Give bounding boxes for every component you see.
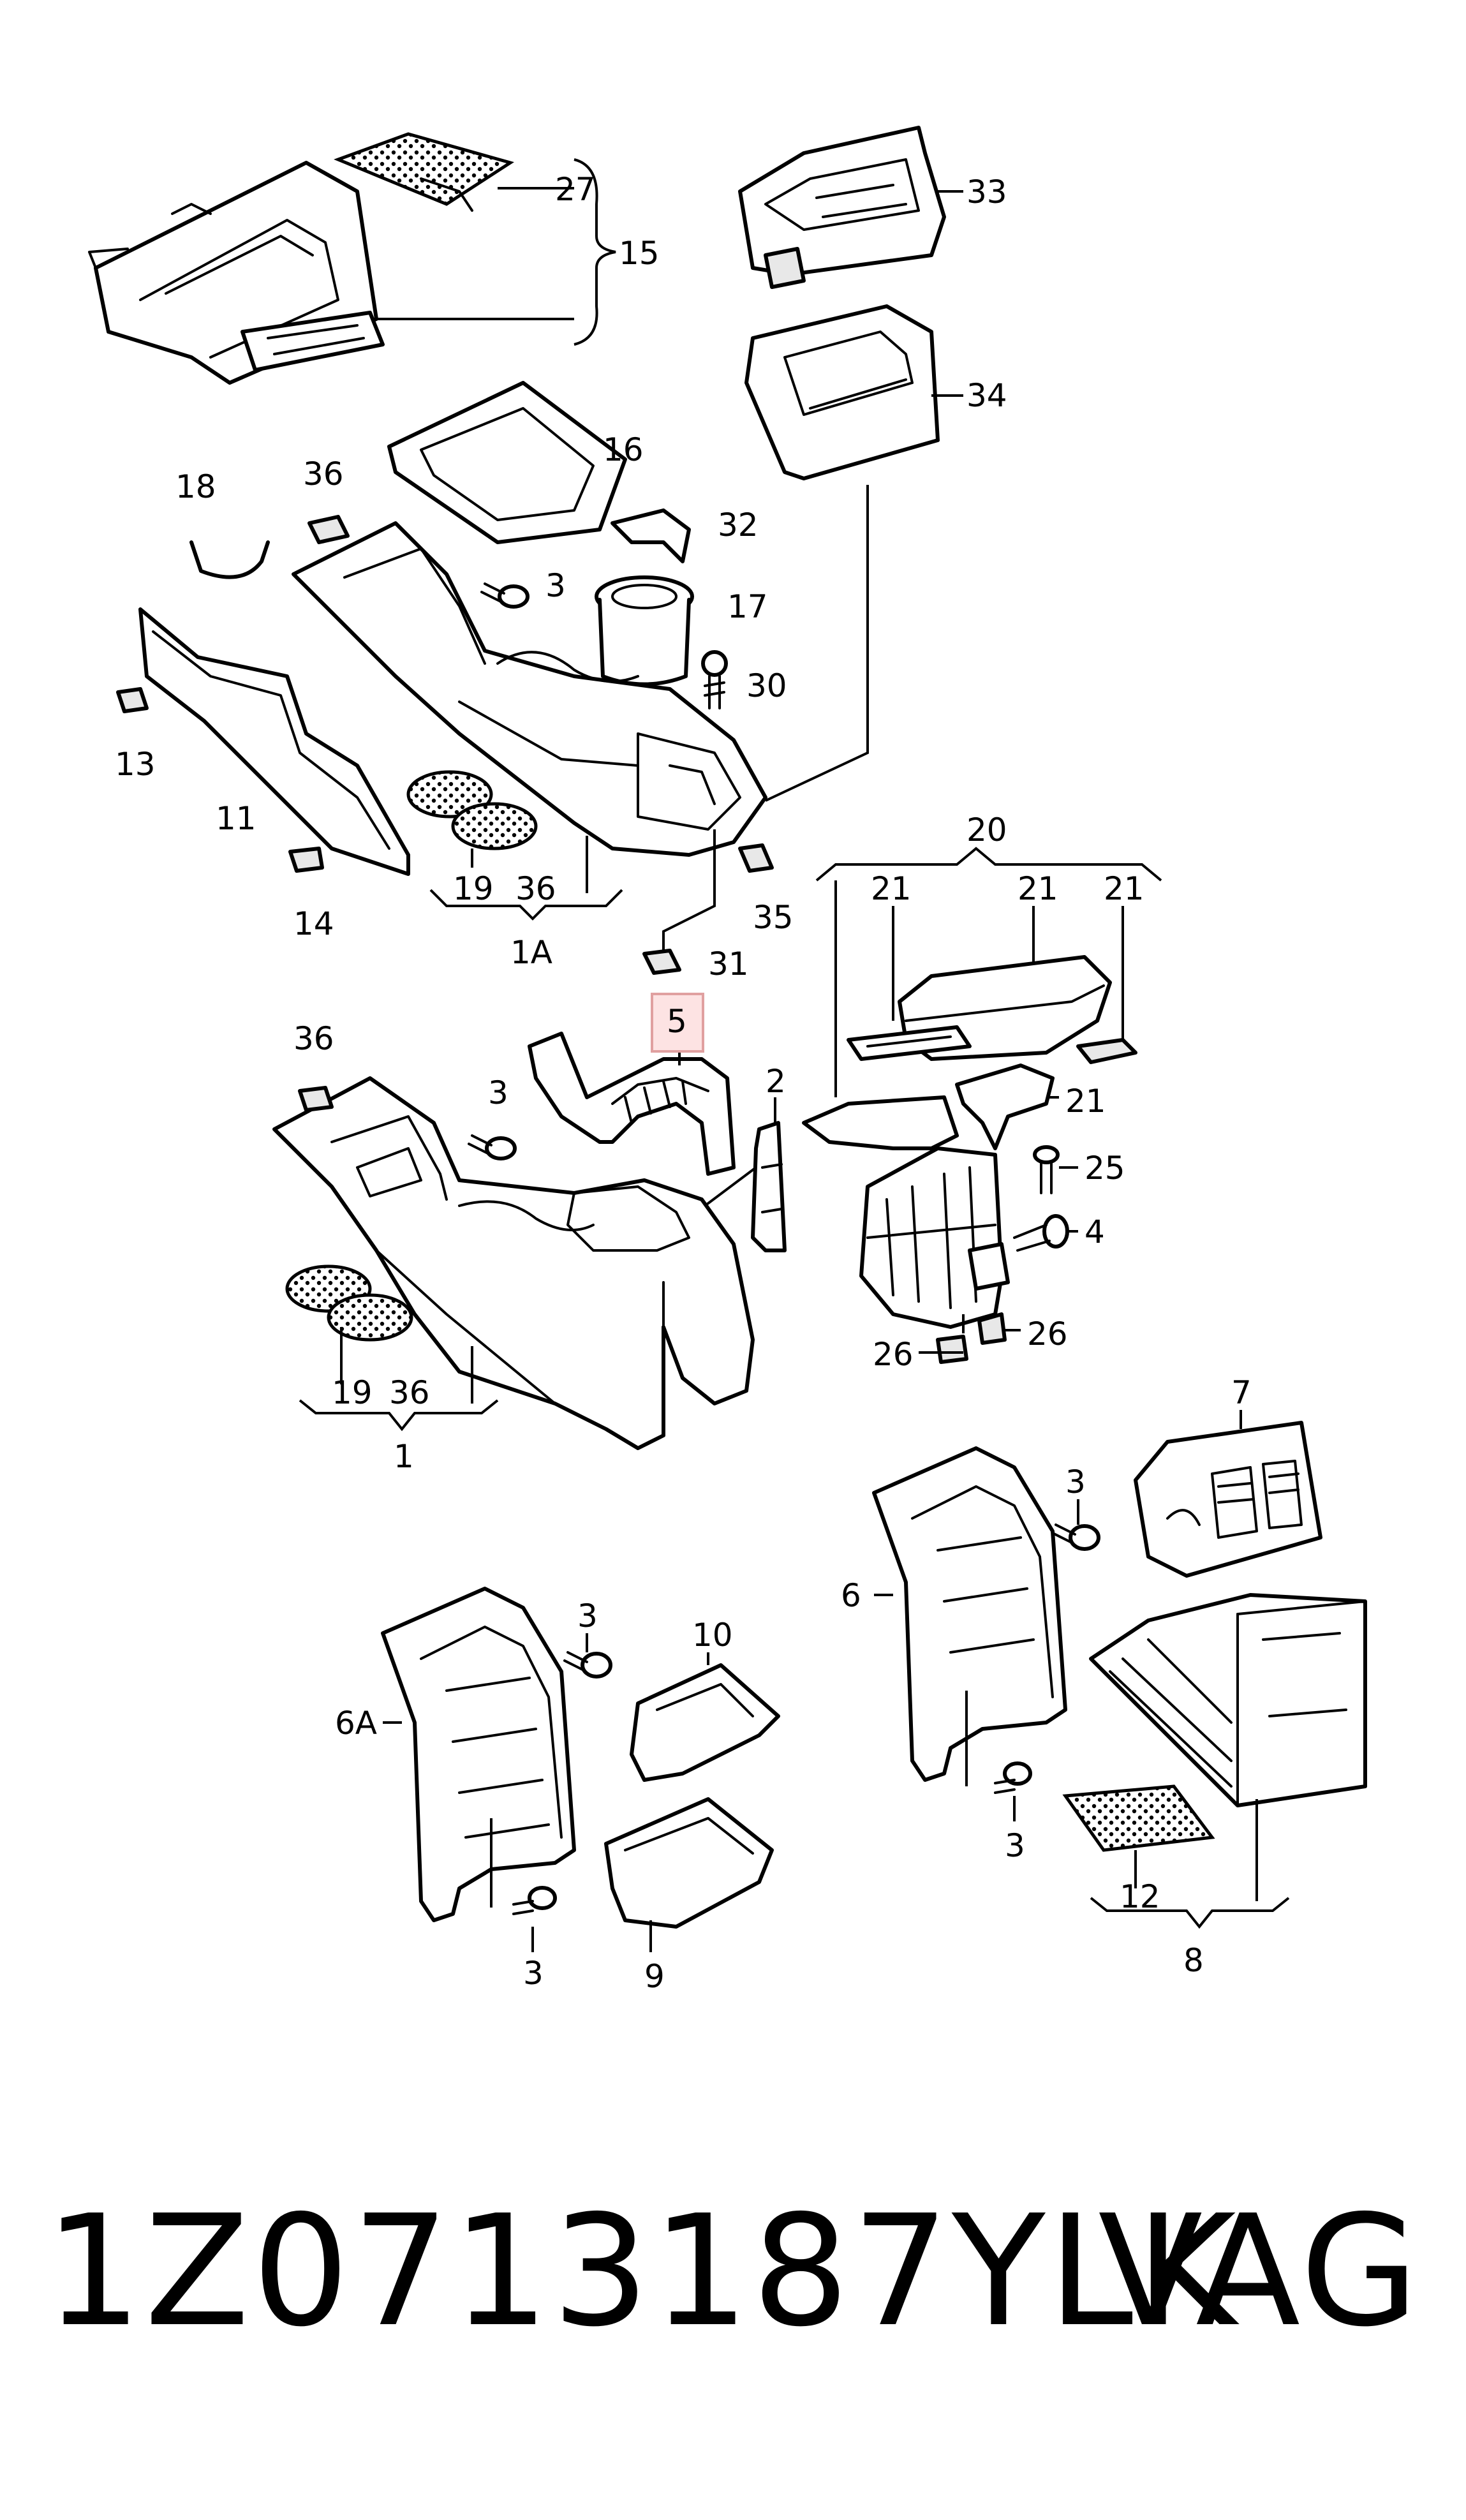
part-3-screw-6a-bottom [512, 1886, 557, 1915]
exploded-parts-diagram: 27 15 33 34 16 18 36 32 3 17 30 13 11 20… [88, 126, 1367, 1995]
part-6-rear-trim [872, 1446, 1067, 1782]
part-16-trim-frame [387, 381, 627, 544]
callout-4: 4 [1085, 1213, 1105, 1250]
callout-12: 12 [1120, 1878, 1160, 1915]
callout-11: 11 [216, 800, 256, 837]
part-31-clip [642, 949, 681, 975]
callout-20: 20 [966, 812, 1007, 849]
callout-14: 14 [293, 905, 334, 942]
part-17-cup-insert [595, 575, 694, 686]
part-13-clip [116, 687, 149, 713]
part-9-tray [604, 1797, 774, 1929]
part-2-clip-rail [751, 1121, 787, 1252]
callout-3d: 3 [577, 1597, 598, 1634]
callout-16: 16 [603, 431, 644, 468]
callout-21b: 21 [1018, 870, 1058, 907]
part-4-bolt [1013, 1214, 1069, 1252]
part-1-console [272, 1076, 755, 1450]
part-35-clip [738, 843, 774, 873]
bracket-1a [429, 889, 623, 921]
callout-30: 30 [746, 667, 787, 704]
callout-36b: 36 [515, 870, 556, 907]
callout-6a: 6A [335, 1705, 377, 1742]
callout-17: 17 [727, 588, 768, 625]
part-36-clip-top [307, 515, 350, 544]
callout-3b: 3 [488, 1074, 508, 1111]
callout-15: 15 [619, 235, 660, 272]
bracket-20 [815, 847, 1162, 882]
callout-31: 31 [708, 945, 749, 982]
part-7-air-vent [1134, 1421, 1322, 1578]
brand-name: VAG [1098, 2182, 1421, 2361]
callout-10: 10 [692, 1617, 733, 1654]
part-25-bolt [1033, 1145, 1060, 1194]
part-36-clip-mid [298, 1086, 334, 1112]
part-3-screw-6a-top [563, 1651, 612, 1679]
part-18-bracket [189, 540, 270, 579]
callout-36a: 36 [303, 456, 344, 493]
part-8-drawer [1089, 1593, 1367, 1807]
part-14-clip [288, 847, 324, 873]
bracket-1 [299, 1399, 499, 1432]
callout-26a: 26 [873, 1336, 914, 1373]
part-11-side-panel [138, 607, 410, 876]
part-3-screw-6-bottom [994, 1761, 1032, 1794]
callout-21d: 21 [1065, 1083, 1106, 1120]
part-30-screw [701, 650, 728, 709]
callout-3a: 3 [545, 567, 566, 604]
part-20-base [802, 1095, 1010, 1329]
callout-21c: 21 [1104, 870, 1144, 907]
part-1a-console [292, 521, 767, 857]
callout-36c: 36 [293, 1020, 334, 1057]
callout-19a: 19 [453, 870, 494, 907]
callout-3e: 3 [1005, 1827, 1025, 1864]
callout-7: 7 [1231, 1374, 1252, 1411]
callout-13: 13 [115, 746, 156, 783]
callout-8: 8 [1183, 1942, 1204, 1979]
callout-1a: 1A [510, 934, 552, 971]
callout-32: 32 [718, 507, 759, 544]
part-3-screw-6-top [1051, 1523, 1100, 1551]
callout-35: 35 [753, 899, 794, 936]
part-5-inner-trim [528, 1032, 736, 1176]
part-33-frame [738, 126, 946, 289]
callout-1: 1 [394, 1438, 414, 1475]
part-3-screw-mid [468, 1134, 517, 1160]
callout-19b: 19 [332, 1374, 373, 1411]
part-21-pad [1076, 1038, 1137, 1064]
callout-33: 33 [966, 174, 1007, 211]
part-15-tray-assembly [88, 161, 385, 385]
part-27-mat [334, 132, 514, 212]
part-3-screw-top [480, 582, 529, 609]
bracket-8 [1090, 1897, 1290, 1929]
part-number: 1Z0713187YLK [45, 2182, 1239, 2361]
callout-6: 6 [841, 1577, 861, 1614]
part-10-tray [630, 1663, 780, 1782]
callout-2: 2 [766, 1063, 786, 1100]
callout-labels: 27 15 33 34 16 18 36 32 3 17 30 13 11 20… [115, 171, 1252, 1995]
footer: 1Z0713187YLK VAG [0, 2195, 1466, 2348]
callout-25: 25 [1085, 1150, 1125, 1187]
callout-18: 18 [175, 468, 216, 505]
bracket-15 [574, 158, 616, 346]
part-34-cover [744, 304, 940, 480]
callout-36d: 36 [389, 1374, 430, 1411]
part-12-mat [1062, 1784, 1215, 1852]
part-32-clip [611, 508, 691, 563]
part-6a-rear-trim [381, 1587, 576, 1922]
callout-3c: 3 [1065, 1464, 1086, 1501]
callout-34: 34 [966, 377, 1007, 414]
callout-5: 5 [667, 1003, 687, 1040]
callout-9: 9 [644, 1958, 665, 1995]
callout-3f: 3 [523, 1955, 544, 1992]
part-19-mats-top [406, 770, 538, 850]
part-26-clips [936, 1312, 1007, 1364]
part-21-strip [847, 1025, 972, 1061]
callout-27: 27 [555, 171, 596, 208]
part-19-mats-lower [285, 1264, 413, 1342]
callout-21a: 21 [871, 870, 912, 907]
highlight-box-5 [651, 993, 704, 1053]
callout-26b: 26 [1027, 1316, 1068, 1353]
part-21-hinge [955, 1064, 1055, 1150]
